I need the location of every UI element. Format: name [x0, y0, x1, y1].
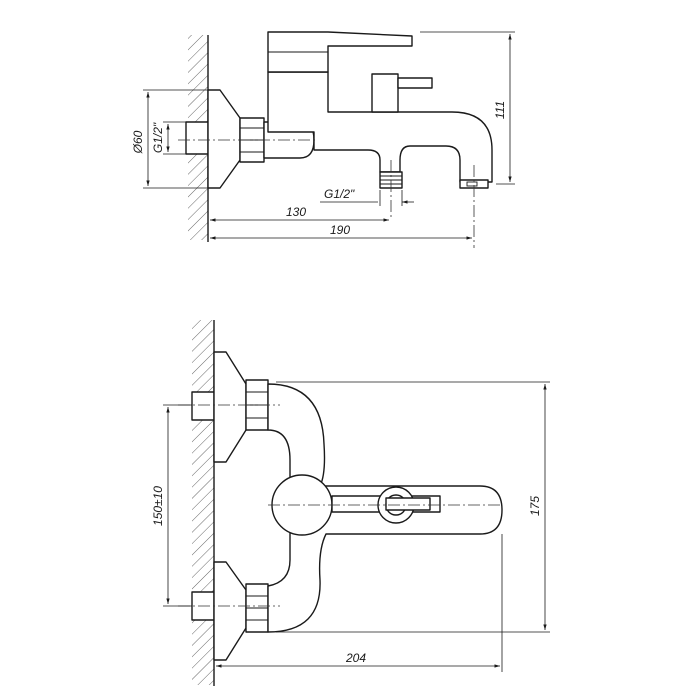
diverter-lever-side — [397, 77, 433, 89]
dim-flange-diameter-label: Ø60 — [131, 130, 145, 154]
dim-outlet-thread-label: G1/2" — [324, 187, 355, 201]
diverter-knob-side — [371, 73, 399, 113]
faucet-body-side — [267, 71, 493, 183]
dim-inlet-thread-label: G1/2" — [151, 122, 165, 153]
dim-overall-width-label: 175 — [528, 496, 542, 516]
dim-overall-depth-label: 190 — [330, 223, 350, 237]
dim-overall-length-label: 204 — [345, 651, 366, 665]
side-view: 111 Ø60 G1/2" G1/2" 130 190 — [131, 31, 515, 248]
inlet-stub-side — [185, 121, 209, 155]
top-view: 150±10 175 204 — [151, 320, 550, 686]
dim-spout-outlet-label: 130 — [286, 205, 306, 219]
dim-height-label: 111 — [493, 101, 507, 119]
wall-flange-upper — [213, 351, 247, 463]
lever-housing-side — [267, 31, 413, 73]
wall-flange-side — [207, 89, 241, 189]
inlet-stub-upper — [191, 391, 215, 421]
wall-hatching-top — [192, 320, 214, 685]
dim-inlet-spacing-label: 150±10 — [151, 486, 165, 526]
wall-flange-lower — [213, 561, 247, 661]
diverter-lever-top[interactable] — [385, 497, 431, 511]
